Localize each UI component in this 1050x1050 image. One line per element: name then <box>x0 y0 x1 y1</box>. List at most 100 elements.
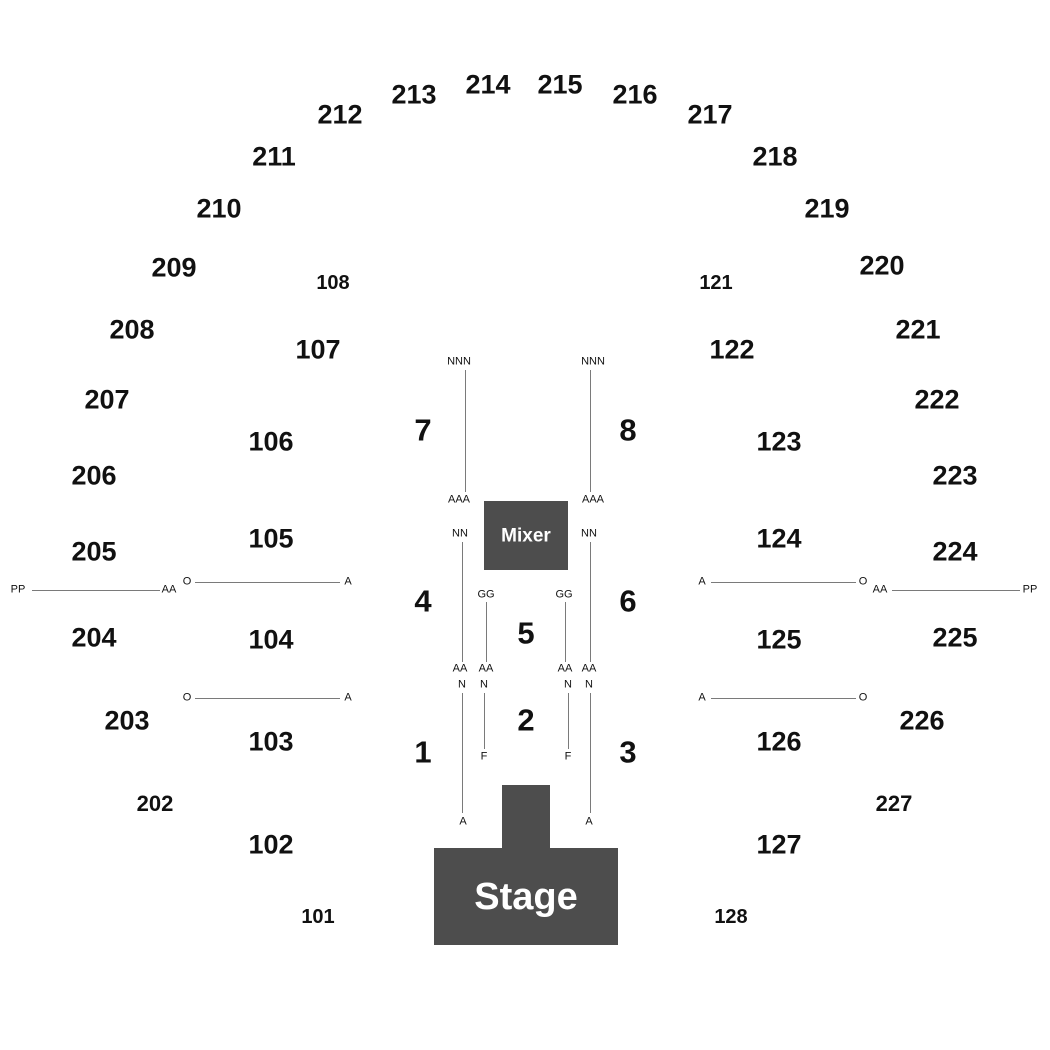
floor-section-5[interactable]: 5 <box>517 615 535 651</box>
section-215[interactable]: 215 <box>537 69 583 100</box>
section-225[interactable]: 225 <box>932 622 978 653</box>
row-label-aa-left: AA <box>161 583 177 596</box>
section-213[interactable]: 213 <box>391 79 437 110</box>
row-line-floor3 <box>590 693 591 813</box>
row-label-o-103-104: O <box>182 691 192 704</box>
row-label-pp-left: PP <box>10 583 26 596</box>
section-203[interactable]: 203 <box>104 705 150 736</box>
row-label-a-1: A <box>459 815 467 828</box>
section-223[interactable]: 223 <box>932 460 978 491</box>
row-line-floor5-left <box>486 602 487 662</box>
row-line-125-126 <box>711 698 856 699</box>
row-label-nnn-7: NNN <box>447 355 471 368</box>
row-label-n-2-right: N <box>564 678 572 691</box>
section-222[interactable]: 222 <box>914 384 960 415</box>
section-105[interactable]: 105 <box>248 523 294 554</box>
row-label-a-104-105: A <box>344 575 352 588</box>
section-226[interactable]: 226 <box>899 705 945 736</box>
section-205[interactable]: 205 <box>71 536 117 567</box>
row-label-aa-5-left: AA <box>478 662 494 675</box>
floor-section-1[interactable]: 1 <box>414 734 432 770</box>
floor-section-8[interactable]: 8 <box>619 412 637 448</box>
stage-thrust <box>502 785 550 851</box>
section-204[interactable]: 204 <box>71 622 117 653</box>
section-219[interactable]: 219 <box>804 193 850 224</box>
section-212[interactable]: 212 <box>317 99 363 130</box>
row-line-103-104 <box>195 698 340 699</box>
row-label-nn-6: NN <box>581 527 597 540</box>
section-221[interactable]: 221 <box>895 314 941 345</box>
section-103[interactable]: 103 <box>248 726 294 757</box>
row-label-n-3: N <box>585 678 593 691</box>
section-227[interactable]: 227 <box>875 791 913 816</box>
section-125[interactable]: 125 <box>756 624 802 655</box>
row-line-224-225 <box>892 590 1020 591</box>
section-211[interactable]: 211 <box>252 141 296 172</box>
section-218[interactable]: 218 <box>752 141 798 172</box>
section-128[interactable]: 128 <box>714 906 748 928</box>
stage-label: Stage <box>474 876 578 918</box>
section-210[interactable]: 210 <box>196 193 242 224</box>
section-216[interactable]: 216 <box>612 79 658 110</box>
floor-section-2[interactable]: 2 <box>517 702 535 738</box>
row-label-nnn-8: NNN <box>581 355 605 368</box>
section-106[interactable]: 106 <box>248 426 294 457</box>
section-104[interactable]: 104 <box>248 624 294 655</box>
row-label-n-1: N <box>458 678 466 691</box>
section-214[interactable]: 214 <box>465 69 511 100</box>
row-label-gg-5-left: GG <box>477 588 495 601</box>
section-121[interactable]: 121 <box>699 272 733 294</box>
section-124[interactable]: 124 <box>756 523 802 554</box>
section-202[interactable]: 202 <box>136 791 174 816</box>
row-label-gg-5-right: GG <box>555 588 573 601</box>
section-224[interactable]: 224 <box>932 536 978 567</box>
section-108[interactable]: 108 <box>316 272 350 294</box>
row-label-aa-5-right: AA <box>557 662 573 675</box>
row-line-floor8 <box>590 370 591 492</box>
row-line-floor4-1 <box>462 542 463 662</box>
row-label-n-2-left: N <box>480 678 488 691</box>
section-209[interactable]: 209 <box>151 252 197 283</box>
section-126[interactable]: 126 <box>756 726 802 757</box>
mixer <box>484 501 568 570</box>
row-line-104-105 <box>195 582 340 583</box>
floor-section-3[interactable]: 3 <box>619 734 637 770</box>
row-line-floor6-3 <box>590 542 591 662</box>
row-line-floor2-left <box>484 693 485 749</box>
row-label-nn-4: NN <box>452 527 468 540</box>
mixer-label: Mixer <box>501 525 551 547</box>
row-line-204-205 <box>32 590 160 591</box>
section-122[interactable]: 122 <box>709 334 755 365</box>
floor-section-4[interactable]: 4 <box>414 583 432 619</box>
stage[interactable] <box>434 848 618 945</box>
section-127[interactable]: 127 <box>756 829 802 860</box>
row-label-pp-right: PP <box>1022 583 1038 596</box>
section-208[interactable]: 208 <box>109 314 155 345</box>
row-label-a-103-104: A <box>344 691 352 704</box>
row-line-floor2-right <box>568 693 569 749</box>
section-123[interactable]: 123 <box>756 426 802 457</box>
row-label-aa-4: AA <box>452 662 468 675</box>
row-label-aa-right: AA <box>872 583 888 596</box>
row-line-floor7 <box>465 370 466 492</box>
row-label-aaa-8: AAA <box>581 493 605 506</box>
floor-section-7[interactable]: 7 <box>414 412 432 448</box>
row-label-f-2-right: F <box>564 750 572 763</box>
row-label-o-104-105: O <box>182 575 192 588</box>
row-label-a-124-125: A <box>698 575 706 588</box>
row-label-a-125-126: A <box>698 691 706 704</box>
row-line-124-125 <box>711 582 856 583</box>
section-217[interactable]: 217 <box>687 99 733 130</box>
section-206[interactable]: 206 <box>71 460 117 491</box>
row-label-aaa-7: AAA <box>447 493 471 506</box>
section-207[interactable]: 207 <box>84 384 130 415</box>
row-label-o-124-125: O <box>858 575 868 588</box>
section-220[interactable]: 220 <box>859 250 905 281</box>
row-label-o-125-126: O <box>858 691 868 704</box>
section-101[interactable]: 101 <box>301 906 335 928</box>
row-label-a-3: A <box>585 815 593 828</box>
section-102[interactable]: 102 <box>248 829 294 860</box>
section-107[interactable]: 107 <box>295 334 341 365</box>
floor-section-6[interactable]: 6 <box>619 583 637 619</box>
